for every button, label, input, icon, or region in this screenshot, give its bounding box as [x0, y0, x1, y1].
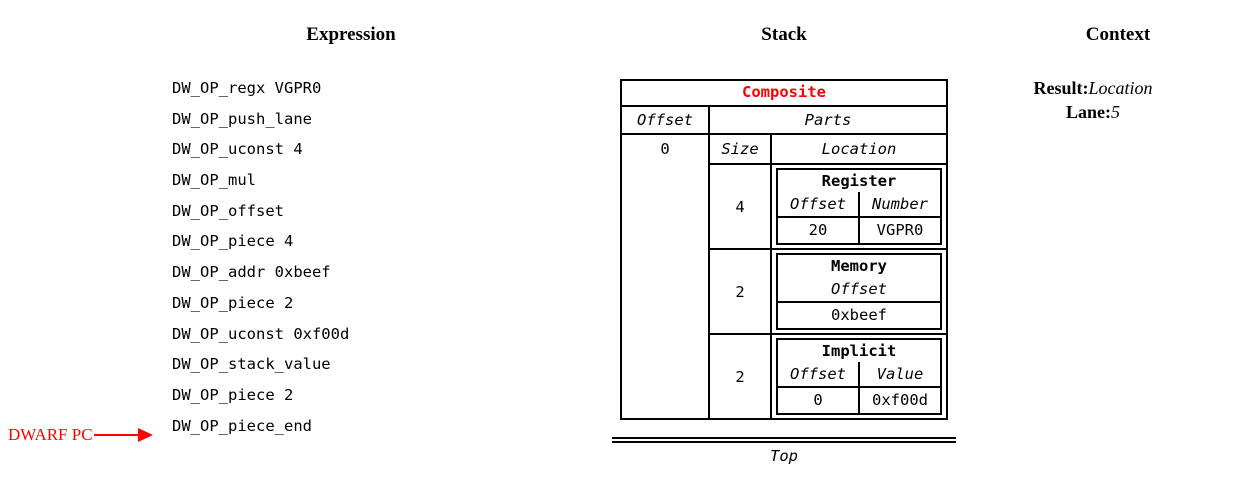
expression-line: DW_OP_offset [172, 201, 284, 220]
part-row: 2 Memory Offset 0xbeef [710, 250, 946, 335]
stack-diagram: Composite Offset 0 Parts Size Location [620, 79, 948, 420]
parts-size-header: Size [710, 135, 772, 163]
part-row: 4 Register Offset Number 20 [710, 165, 946, 250]
expression-line: DW_OP_uconst 4 [172, 140, 303, 159]
part-size: 2 [710, 335, 772, 418]
expression-line: DW_OP_regx VGPR0 [172, 79, 322, 97]
expression-listing: DW_OP_regx VGPR0 DW_OP_push_lane DW_OP_u… [172, 73, 349, 441]
expression-line: DW_OP_piece_end [172, 416, 312, 435]
location-header-cell: Offset [778, 192, 860, 216]
stack-offset-value: 0 [660, 140, 670, 158]
stack-parts-rows: 4 Register Offset Number 20 [710, 163, 946, 418]
part-row: 2 Implicit Offset Value 0 [710, 335, 946, 418]
context-result-key: Result: [1033, 78, 1089, 98]
expression-line: DW_OP_addr 0xbeef [172, 263, 331, 282]
stack-bottom-rule [612, 441, 956, 443]
stack-entry-body: Offset 0 Parts Size Location 4 [622, 105, 946, 418]
location-value-cell: 0xf00d [872, 391, 928, 409]
expression-line: DW_OP_piece 2 [172, 293, 294, 312]
expression-line: DW_OP_piece 4 [172, 232, 294, 251]
context-column-heading: Context [1085, 24, 1151, 45]
stack-parts-column: Parts Size Location 4 Register [710, 107, 946, 418]
expression-column-heading: Expression [306, 24, 396, 45]
stack-column-heading: Stack [761, 24, 807, 45]
part-location: Register Offset Number 20 VGPR0 [772, 165, 946, 248]
context-result-line: Result:Location [968, 76, 1218, 100]
part-size: 4 [710, 165, 772, 248]
location-kind-label: Implicit [821, 342, 897, 360]
parts-location-header: Location [821, 140, 897, 158]
expression-line: DW_OP_push_lane [172, 109, 312, 128]
location-value-cell: VGPR0 [876, 221, 924, 239]
stack-entry-kind-label: Composite [742, 83, 826, 101]
location-headers: Offset [778, 277, 940, 301]
stack-bottom-marker: Top [612, 437, 956, 467]
context-lane-value: 5 [1111, 102, 1120, 122]
part-size: 2 [710, 250, 772, 333]
stack-entry-composite: Composite Offset 0 Parts Size Location [620, 79, 948, 420]
expression-line: DW_OP_uconst 0xf00d [172, 324, 350, 343]
stack-parts-header: Parts [804, 111, 852, 129]
location-values: 20 VGPR0 [778, 216, 940, 243]
location-values: 0 0xf00d [778, 386, 940, 413]
location-kind-label: Register [821, 172, 897, 190]
location-value-cell: 20 [778, 218, 860, 243]
dwarf-pc-pointer: DWARF PC [8, 425, 156, 445]
part-location: Implicit Offset Value 0 0xf00d [772, 335, 946, 418]
location-value-cell: 0 [778, 388, 860, 413]
context-lane-key: Lane: [1066, 102, 1111, 122]
location-box-implicit: Implicit Offset Value 0 0xf00d [776, 338, 942, 415]
arrow-right-icon [93, 428, 156, 442]
location-value-cell: 0xbeef [831, 306, 887, 324]
stack-parts-subheader: Size Location [710, 133, 946, 163]
part-location: Memory Offset 0xbeef [772, 250, 946, 333]
location-kind-label: Memory [831, 257, 887, 275]
location-headers: Offset Number [778, 192, 940, 216]
context-lane-line: Lane:5 [968, 100, 1218, 124]
location-box-memory: Memory Offset 0xbeef [776, 253, 942, 330]
expression-line: DW_OP_stack_value [172, 355, 331, 374]
expression-line: DW_OP_piece 2 [172, 385, 294, 404]
stack-offset-column: Offset 0 [622, 107, 710, 418]
location-headers: Offset Value [778, 362, 940, 386]
location-values: 0xbeef [778, 301, 940, 328]
stack-offset-header: Offset [622, 107, 708, 135]
stack-bottom-rule [612, 437, 956, 439]
location-header-cell: Value [876, 365, 924, 383]
stack-top-caption: Top [770, 447, 798, 465]
dwarf-pc-label: DWARF PC [8, 425, 93, 444]
location-header-cell: Offset [831, 280, 887, 298]
location-header-cell: Offset [778, 362, 860, 386]
location-header-cell: Number [872, 195, 928, 213]
expression-line: DW_OP_mul [172, 171, 256, 190]
context-result-value: Location [1088, 78, 1153, 98]
context-block: Result:Location Lane:5 [968, 76, 1218, 124]
location-box-register: Register Offset Number 20 VGPR0 [776, 168, 942, 245]
